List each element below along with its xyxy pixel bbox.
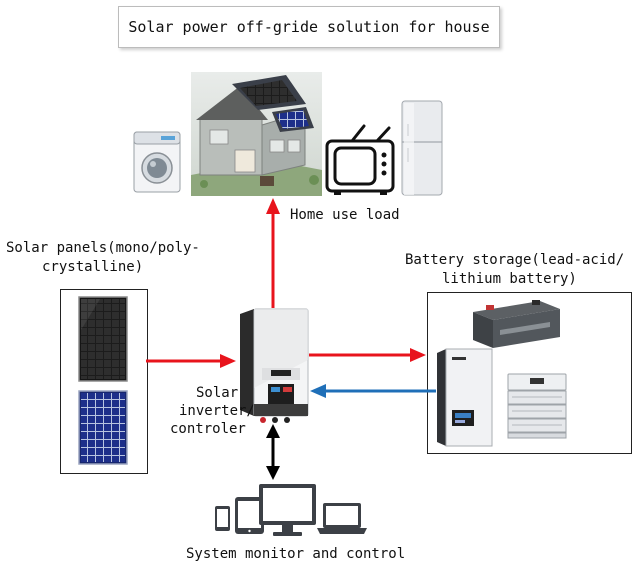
- inverter-label-line2: inverter/: [179, 403, 255, 419]
- monitor-label: System monitor and control: [186, 546, 406, 562]
- title-box: Solar power off-gride solution for house: [118, 6, 500, 48]
- tablet-icon: [235, 497, 264, 534]
- inverter-icon: [240, 308, 309, 423]
- battery-label-line2: lithium battery): [442, 271, 577, 287]
- solar-panel-poly-icon: [78, 390, 128, 465]
- inverter-label-line3: controler: [170, 421, 246, 437]
- arrow-inverter-monitor-head-up: [266, 424, 280, 438]
- tv-icon: [325, 124, 395, 195]
- battery-rack-icon: [507, 373, 567, 439]
- inverter-label-line1: Solar: [196, 385, 239, 401]
- solar-panels-label-line2: crystalline): [42, 259, 144, 275]
- home-load-label: Home use load: [290, 207, 400, 223]
- arrow-inverter-to-home-head: [266, 198, 280, 214]
- battery-icon: [473, 300, 560, 348]
- solar-panels-label-line1: Solar panels(mono/poly-: [6, 240, 200, 256]
- laptop-icon: [317, 503, 367, 534]
- battery-label-line1: Battery storage(lead-acid/: [405, 252, 625, 268]
- arrow-inverter-to-battery-head: [410, 348, 426, 362]
- flow-arrows: [146, 198, 436, 480]
- desktop-monitor-icon: [259, 484, 316, 536]
- arrow-inverter-monitor-head-down: [266, 466, 280, 480]
- arrow-panels-to-inverter-head: [220, 354, 236, 368]
- diagram-title: Solar power off-gride solution for house: [128, 18, 490, 36]
- house-illustration-icon: [191, 72, 322, 196]
- washing-machine-icon: [133, 131, 181, 193]
- solar-panel-mono-icon: [78, 296, 128, 382]
- phone-icon: [215, 506, 230, 531]
- arrow-battery-to-inverter-head: [310, 384, 326, 398]
- power-wall-icon: [437, 348, 493, 447]
- refrigerator-icon: [401, 100, 443, 196]
